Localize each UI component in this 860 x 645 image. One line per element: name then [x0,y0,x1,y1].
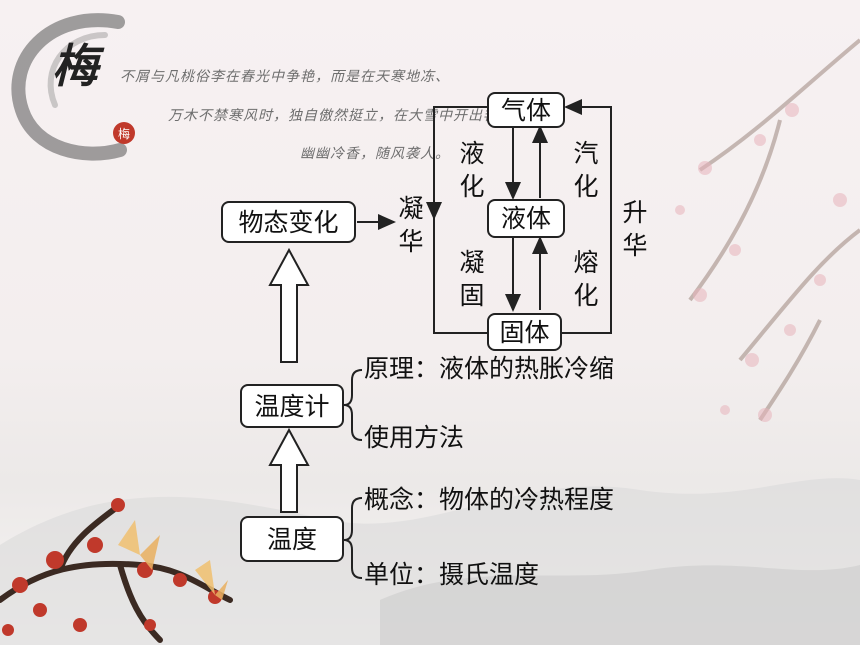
label-deposition-char-2: 华 [398,227,424,256]
label-sublimation-char-2: 华 [622,231,648,260]
hollow-up-arrow [268,427,310,513]
label-melting: 熔 化 [571,246,601,312]
label-deposition-char-1: 凝 [398,194,424,223]
butterfly-icon [118,520,160,570]
temperature-brace [343,497,363,579]
plum-blossoms-right [675,103,847,422]
plum-logo: 梅 [52,39,98,93]
label-vaporization: 汽 化 [571,137,601,203]
label-liquefaction-char-1: 液 [459,139,485,168]
poem-line-2: 万木不禁寒风时，独自傲然挺立，在大雪中开出艳丽的花朵 [168,108,558,124]
label-sublimation: 升 华 [620,196,650,262]
state-liquid-box: 液体 [487,199,565,238]
label-solidification: 凝 固 [457,246,487,312]
temperature-unit: 单位：摄氏温度 [364,560,540,589]
ink-circle-decoration [11,13,127,161]
label-deposition: 凝 华 [396,192,426,258]
deposition-line-lower [433,218,487,334]
thermometer-brace [343,369,363,441]
plum-branch-right [688,38,860,422]
label-solidification-char-1: 凝 [459,248,485,277]
temperature-box: 温度 [240,516,344,562]
thermometer-box: 温度计 [240,384,344,428]
label-vaporization-char-1: 汽 [573,139,599,168]
state-change-box: 物态变化 [221,201,356,243]
hollow-up-arrow [268,247,310,363]
butterfly-icon [195,560,228,600]
plum-blossoms-left [2,498,222,636]
label-liquefaction-char-2: 化 [459,172,485,201]
label-melting-char-2: 化 [573,281,599,310]
label-solidification-char-2: 固 [459,281,485,310]
state-gas-box: 气体 [487,92,565,128]
thermometer-principle: 原理：液体的热胀冷缩 [364,354,615,383]
ink-circle-inner-decoration [47,32,108,108]
temperature-concept: 概念：物体的冷热程度 [364,485,615,514]
label-melting-char-1: 熔 [573,248,599,277]
poem-line-1: 不屑与凡桃俗李在春光中争艳，而是在天寒地冻、 [120,69,450,85]
mountain-near [380,565,860,645]
sublimation-line-lower [562,205,612,334]
label-liquefaction: 液 化 [457,137,487,203]
state-solid-box: 固体 [487,313,562,351]
label-vaporization-char-2: 化 [573,172,599,201]
label-sublimation-char-1: 升 [622,198,648,227]
thermometer-usage: 使用方法 [364,423,465,452]
sublimation-arrow [564,99,612,215]
deposition-arrow [426,106,487,220]
plum-seal-icon: 梅 [113,122,135,144]
poem-line-3: 幽幽冷香，随风袭人。 [300,146,450,162]
